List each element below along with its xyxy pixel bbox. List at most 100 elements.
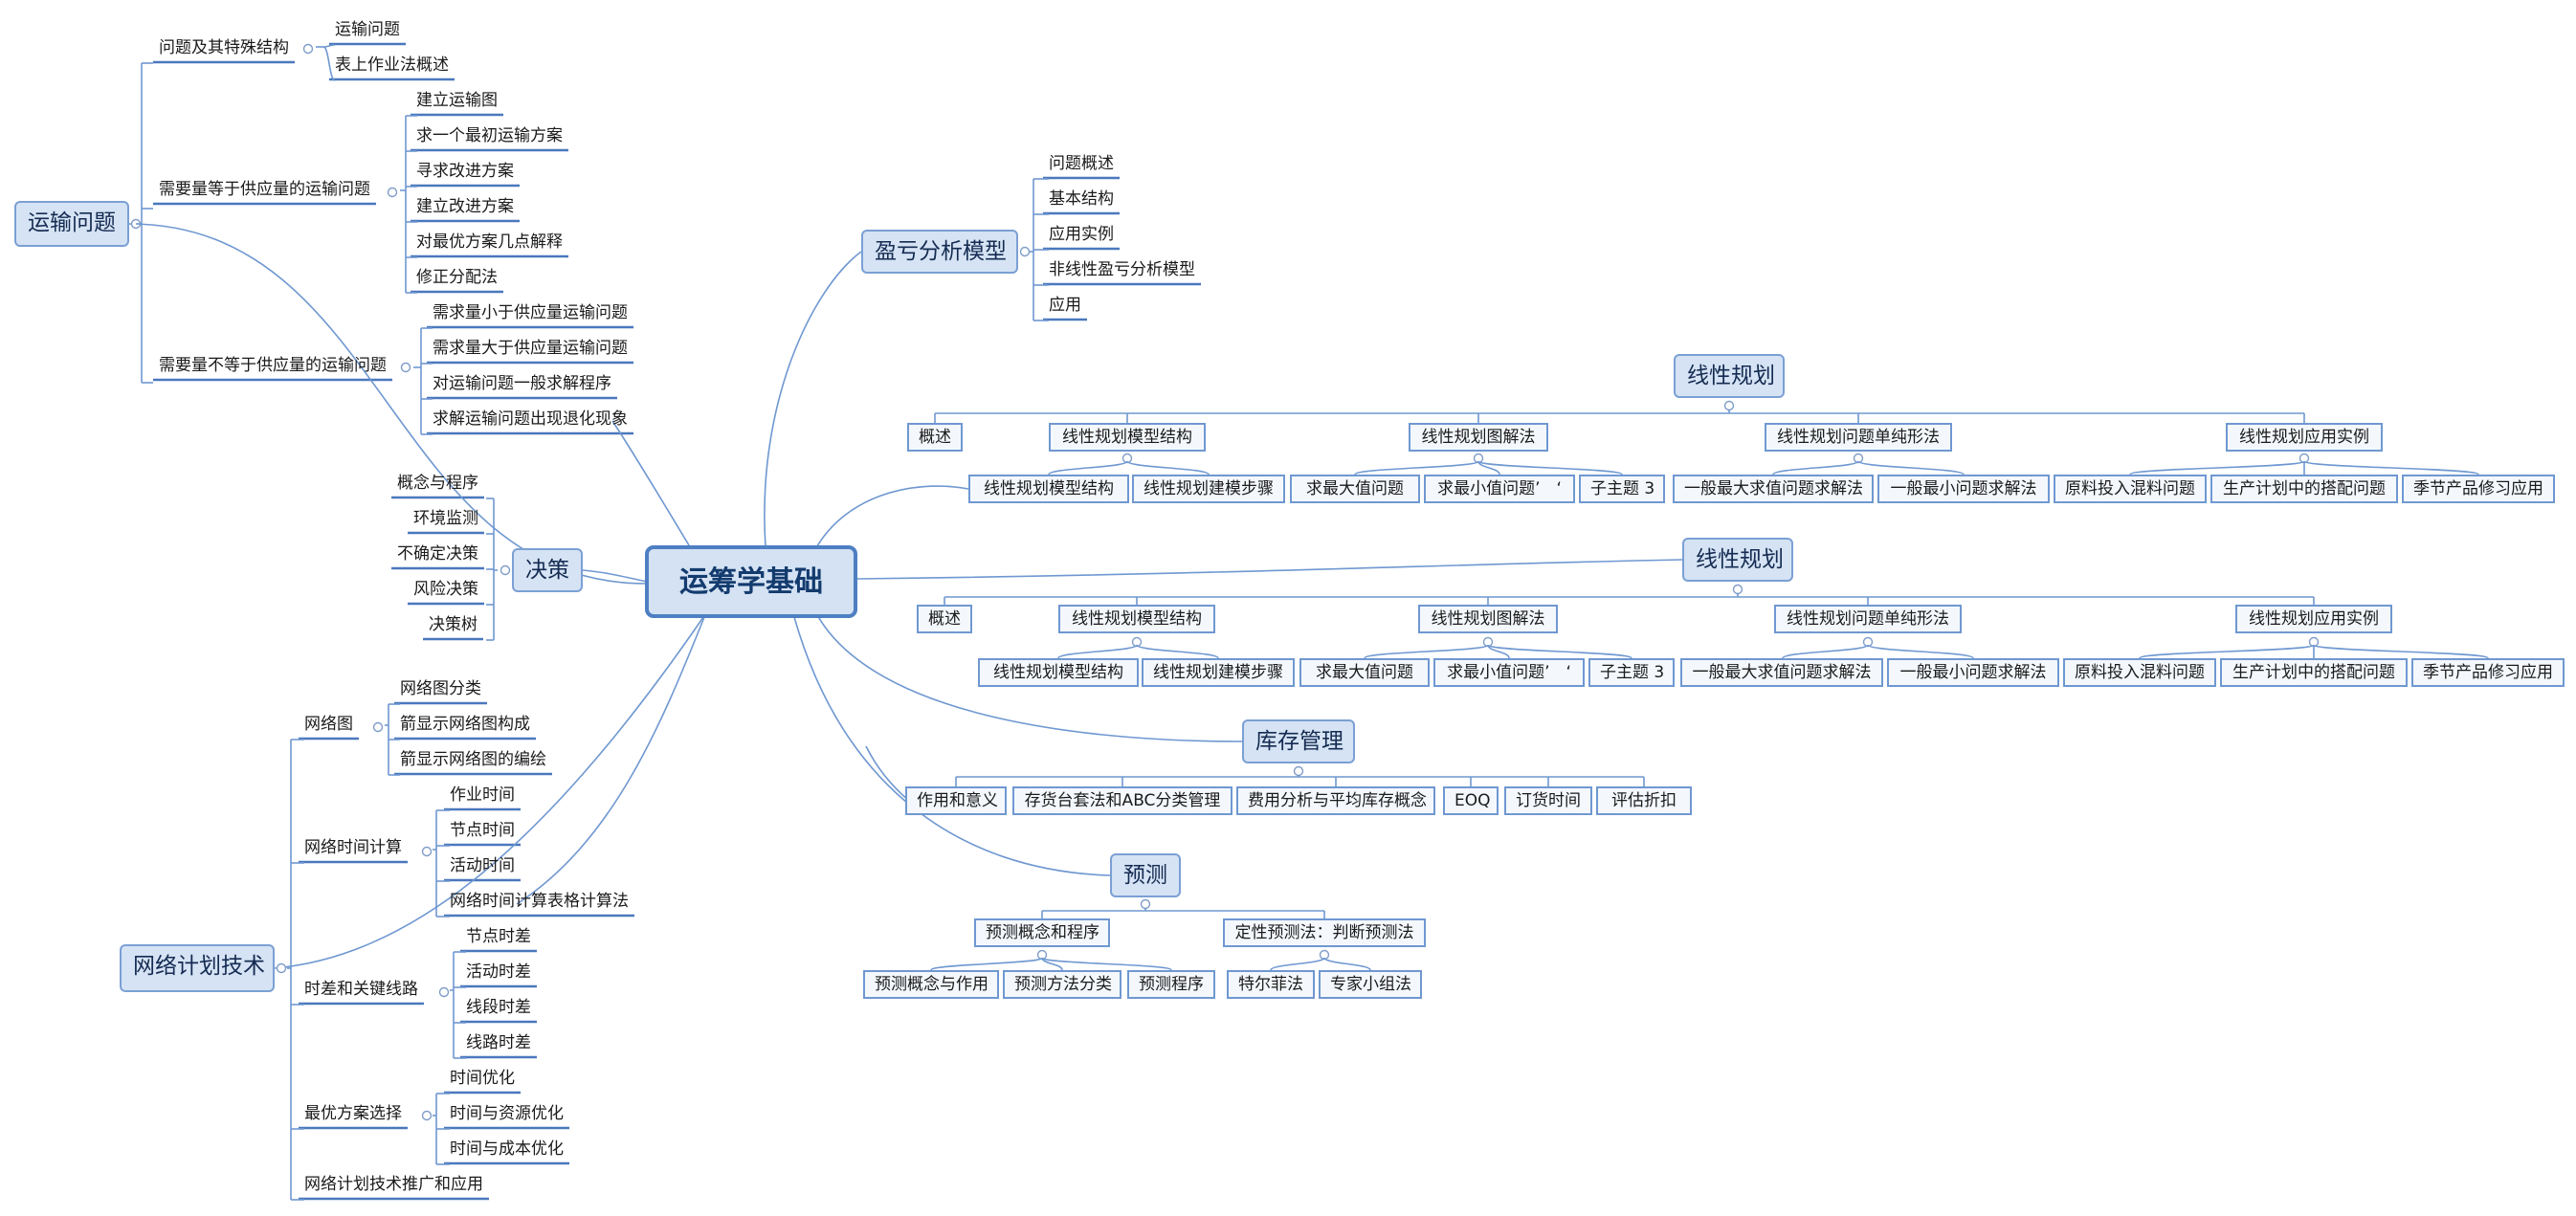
lp2-group-simplex[interactable]: 线性规划问题单纯形法 [1774,605,1962,633]
decision-item[interactable]: 决策树 [429,615,477,634]
lp2-leaf[interactable]: 一般最小问题求解法 [1887,658,2059,687]
network-item[interactable]: 线路时差 [466,1033,531,1052]
breakeven-item[interactable]: 基本结构 [1049,189,1114,209]
lp1-leaf[interactable]: 求最小值问题’ ‘ [1424,475,1575,503]
collapse-knob-icon[interactable] [1131,636,1143,648]
collapse-knob-icon[interactable] [1732,584,1743,595]
network-item[interactable]: 时间优化 [450,1069,515,1088]
forecast-leaf[interactable]: 预测概念与作用 [863,970,999,999]
lp2-leaf[interactable]: 求最小值问题’ ‘ [1433,658,1585,687]
lp2-leaf[interactable]: 一般最大求值问题求解法 [1680,658,1883,687]
transport-item[interactable]: 对运输问题一般求解程序 [433,374,611,393]
topic-decision[interactable]: 决策 [512,548,583,592]
transport-item[interactable]: 建立运输图 [416,91,498,110]
network-item[interactable]: 线段时差 [466,998,531,1017]
lp1-group-model-structure[interactable]: 线性规划模型结构 [1049,423,1206,452]
lp1-leaf[interactable]: 季节产品修习应用 [2402,475,2555,503]
lp1-leaf[interactable]: 一般最小问题求解法 [1877,475,2050,503]
lp1-group-applications[interactable]: 线性规划应用实例 [2226,423,2383,452]
breakeven-item[interactable]: 非线性盈亏分析模型 [1049,260,1195,279]
collapse-knob-icon[interactable] [1723,400,1735,411]
collapse-knob-icon[interactable] [1293,765,1304,777]
network-item[interactable]: 网络图分类 [400,679,481,698]
lp1-leaf[interactable]: 生产计划中的搭配问题 [2210,475,2398,503]
breakeven-item[interactable]: 问题概述 [1049,154,1114,173]
collapse-knob-icon[interactable] [276,962,287,974]
collapse-knob-icon[interactable] [1140,898,1151,910]
network-group-time-calc[interactable]: 网络时间计算 [304,838,402,857]
topic-breakeven[interactable]: 盈亏分析模型 [861,230,1018,274]
transport-item[interactable]: 修正分配法 [416,268,498,287]
collapse-knob-icon[interactable] [387,187,398,198]
lp2-group-graphical[interactable]: 线性规划图解法 [1418,605,1558,633]
lp2-leaf[interactable]: 线性规划建模步骤 [1142,658,1295,687]
network-item[interactable]: 箭显示网络图构成 [400,715,530,734]
collapse-knob-icon[interactable] [421,846,433,857]
inventory-item[interactable]: 评估折扣 [1596,786,1692,815]
decision-item[interactable]: 风险决策 [413,580,478,599]
lp1-leaf[interactable]: 线性规划模型结构 [968,475,1129,503]
topic-forecast[interactable]: 预测 [1110,853,1181,897]
transport-group-special-structure[interactable]: 问题及其特殊结构 [159,38,289,57]
transport-item[interactable]: 求解运输问题出现退化现象 [433,409,628,429]
network-group-slack-critical[interactable]: 时差和关键线路 [304,980,418,999]
network-item[interactable]: 网络时间计算表格计算法 [450,892,629,911]
collapse-knob-icon[interactable] [421,1110,433,1121]
transport-item[interactable]: 需求量大于供应量运输问题 [433,339,628,358]
collapse-knob-icon[interactable] [438,986,450,998]
network-item[interactable]: 节点时差 [466,927,531,946]
decision-item[interactable]: 环境监测 [413,509,478,528]
topic-linear-programming-2[interactable]: 线性规划 [1682,538,1793,582]
collapse-knob-icon[interactable] [1862,636,1874,648]
transport-group-unbalanced[interactable]: 需要量不等于供应量的运输问题 [159,356,387,375]
lp1-group-simplex[interactable]: 线性规划问题单纯形法 [1765,423,1952,452]
lp2-overview[interactable]: 概述 [917,605,972,633]
lp2-leaf[interactable]: 线性规划模型结构 [978,658,1139,687]
inventory-item[interactable]: 存货台套法和ABC分类管理 [1012,786,1232,815]
lp1-leaf[interactable]: 子主题 3 [1579,475,1665,503]
topic-inventory[interactable]: 库存管理 [1242,719,1355,763]
lp2-leaf[interactable]: 原料投入混料问题 [2063,658,2216,687]
network-item[interactable]: 作业时间 [450,785,515,805]
breakeven-item[interactable]: 应用实例 [1049,225,1114,244]
inventory-item[interactable]: EOQ [1443,786,1499,815]
transport-group-balanced[interactable]: 需要量等于供应量的运输问题 [159,180,370,199]
lp2-leaf[interactable]: 生产计划中的搭配问题 [2220,658,2408,687]
network-group-application[interactable]: 网络计划技术推广和应用 [304,1175,483,1194]
lp2-group-applications[interactable]: 线性规划应用实例 [2235,605,2392,633]
inventory-item[interactable]: 费用分析与平均库存概念 [1236,786,1435,815]
transport-item[interactable]: 运输问题 [335,20,400,39]
inventory-item[interactable]: 作用和意义 [905,786,1007,815]
topic-transport[interactable]: 运输问题 [14,201,129,247]
inventory-item[interactable]: 订货时间 [1504,786,1592,815]
breakeven-item[interactable]: 应用 [1049,296,1081,315]
lp1-leaf[interactable]: 求最大值问题 [1290,475,1420,503]
forecast-leaf[interactable]: 专家小组法 [1319,970,1422,999]
topic-linear-programming-1[interactable]: 线性规划 [1674,354,1785,398]
lp1-leaf[interactable]: 线性规划建模步骤 [1132,475,1285,503]
forecast-group-concept[interactable]: 预测概念和程序 [974,918,1110,947]
collapse-knob-icon[interactable] [1019,246,1031,257]
forecast-leaf[interactable]: 预测方法分类 [1003,970,1121,999]
decision-item[interactable]: 不确定决策 [397,544,478,564]
root-topic[interactable]: 运筹学基础 [645,545,857,618]
transport-item[interactable]: 表上作业法概述 [335,55,449,75]
network-item[interactable]: 时间与资源优化 [450,1104,564,1123]
transport-item[interactable]: 求一个最初运输方案 [416,126,563,145]
lp2-leaf[interactable]: 子主题 3 [1588,658,1675,687]
network-item[interactable]: 节点时间 [450,821,515,840]
lp2-group-model-structure[interactable]: 线性规划模型结构 [1058,605,1215,633]
lp1-group-graphical[interactable]: 线性规划图解法 [1409,423,1548,452]
transport-item[interactable]: 建立改进方案 [416,197,514,216]
lp1-leaf[interactable]: 一般最大求值问题求解法 [1673,475,1874,503]
collapse-knob-icon[interactable] [372,721,384,733]
forecast-leaf[interactable]: 预测程序 [1127,970,1215,999]
transport-item[interactable]: 对最优方案几点解释 [416,232,563,252]
collapse-knob-icon[interactable] [400,362,411,373]
network-item[interactable]: 箭显示网络图的编绘 [400,750,546,769]
network-group-optimal[interactable]: 最优方案选择 [304,1104,402,1123]
lp2-leaf[interactable]: 求最大值问题 [1299,658,1430,687]
lp1-overview[interactable]: 概述 [907,423,963,452]
forecast-leaf[interactable]: 特尔菲法 [1227,970,1315,999]
network-item[interactable]: 活动时间 [450,856,515,875]
